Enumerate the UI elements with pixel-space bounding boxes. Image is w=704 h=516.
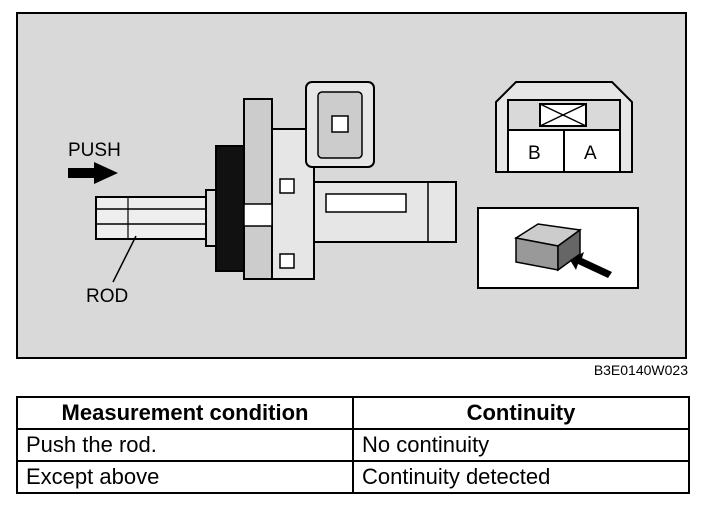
pin-a-label: A xyxy=(584,143,597,164)
header-measurement-condition: Measurement condition xyxy=(16,396,354,430)
cell-continuity: No continuity xyxy=(352,428,690,462)
rod-leader-line xyxy=(112,235,137,283)
rod xyxy=(95,189,235,247)
table-row: Push the rod. No continuity xyxy=(16,428,690,462)
insert-arrow-icon xyxy=(570,252,612,278)
table-row: Except above Continuity detected xyxy=(16,460,690,494)
push-label: PUSH xyxy=(68,140,121,161)
cell-continuity: Continuity detected xyxy=(352,460,690,494)
figure-code: B3E0140W023 xyxy=(593,362,688,378)
continuity-table: Measurement condition Continuity Push th… xyxy=(16,396,690,494)
pin-b-label: B xyxy=(528,143,541,164)
switch-body xyxy=(215,81,457,280)
diagram-panel: PUSH ROD xyxy=(16,12,687,359)
connector-face xyxy=(495,81,633,173)
table-header-row: Measurement condition Continuity xyxy=(16,396,690,430)
rod-label: ROD xyxy=(86,286,128,307)
push-arrow-icon xyxy=(68,162,118,184)
cell-condition: Push the rod. xyxy=(16,428,354,462)
orientation-inset xyxy=(477,207,639,289)
header-continuity: Continuity xyxy=(352,396,690,430)
cell-condition: Except above xyxy=(16,460,354,494)
switch-diagram: PUSH ROD xyxy=(68,81,639,307)
